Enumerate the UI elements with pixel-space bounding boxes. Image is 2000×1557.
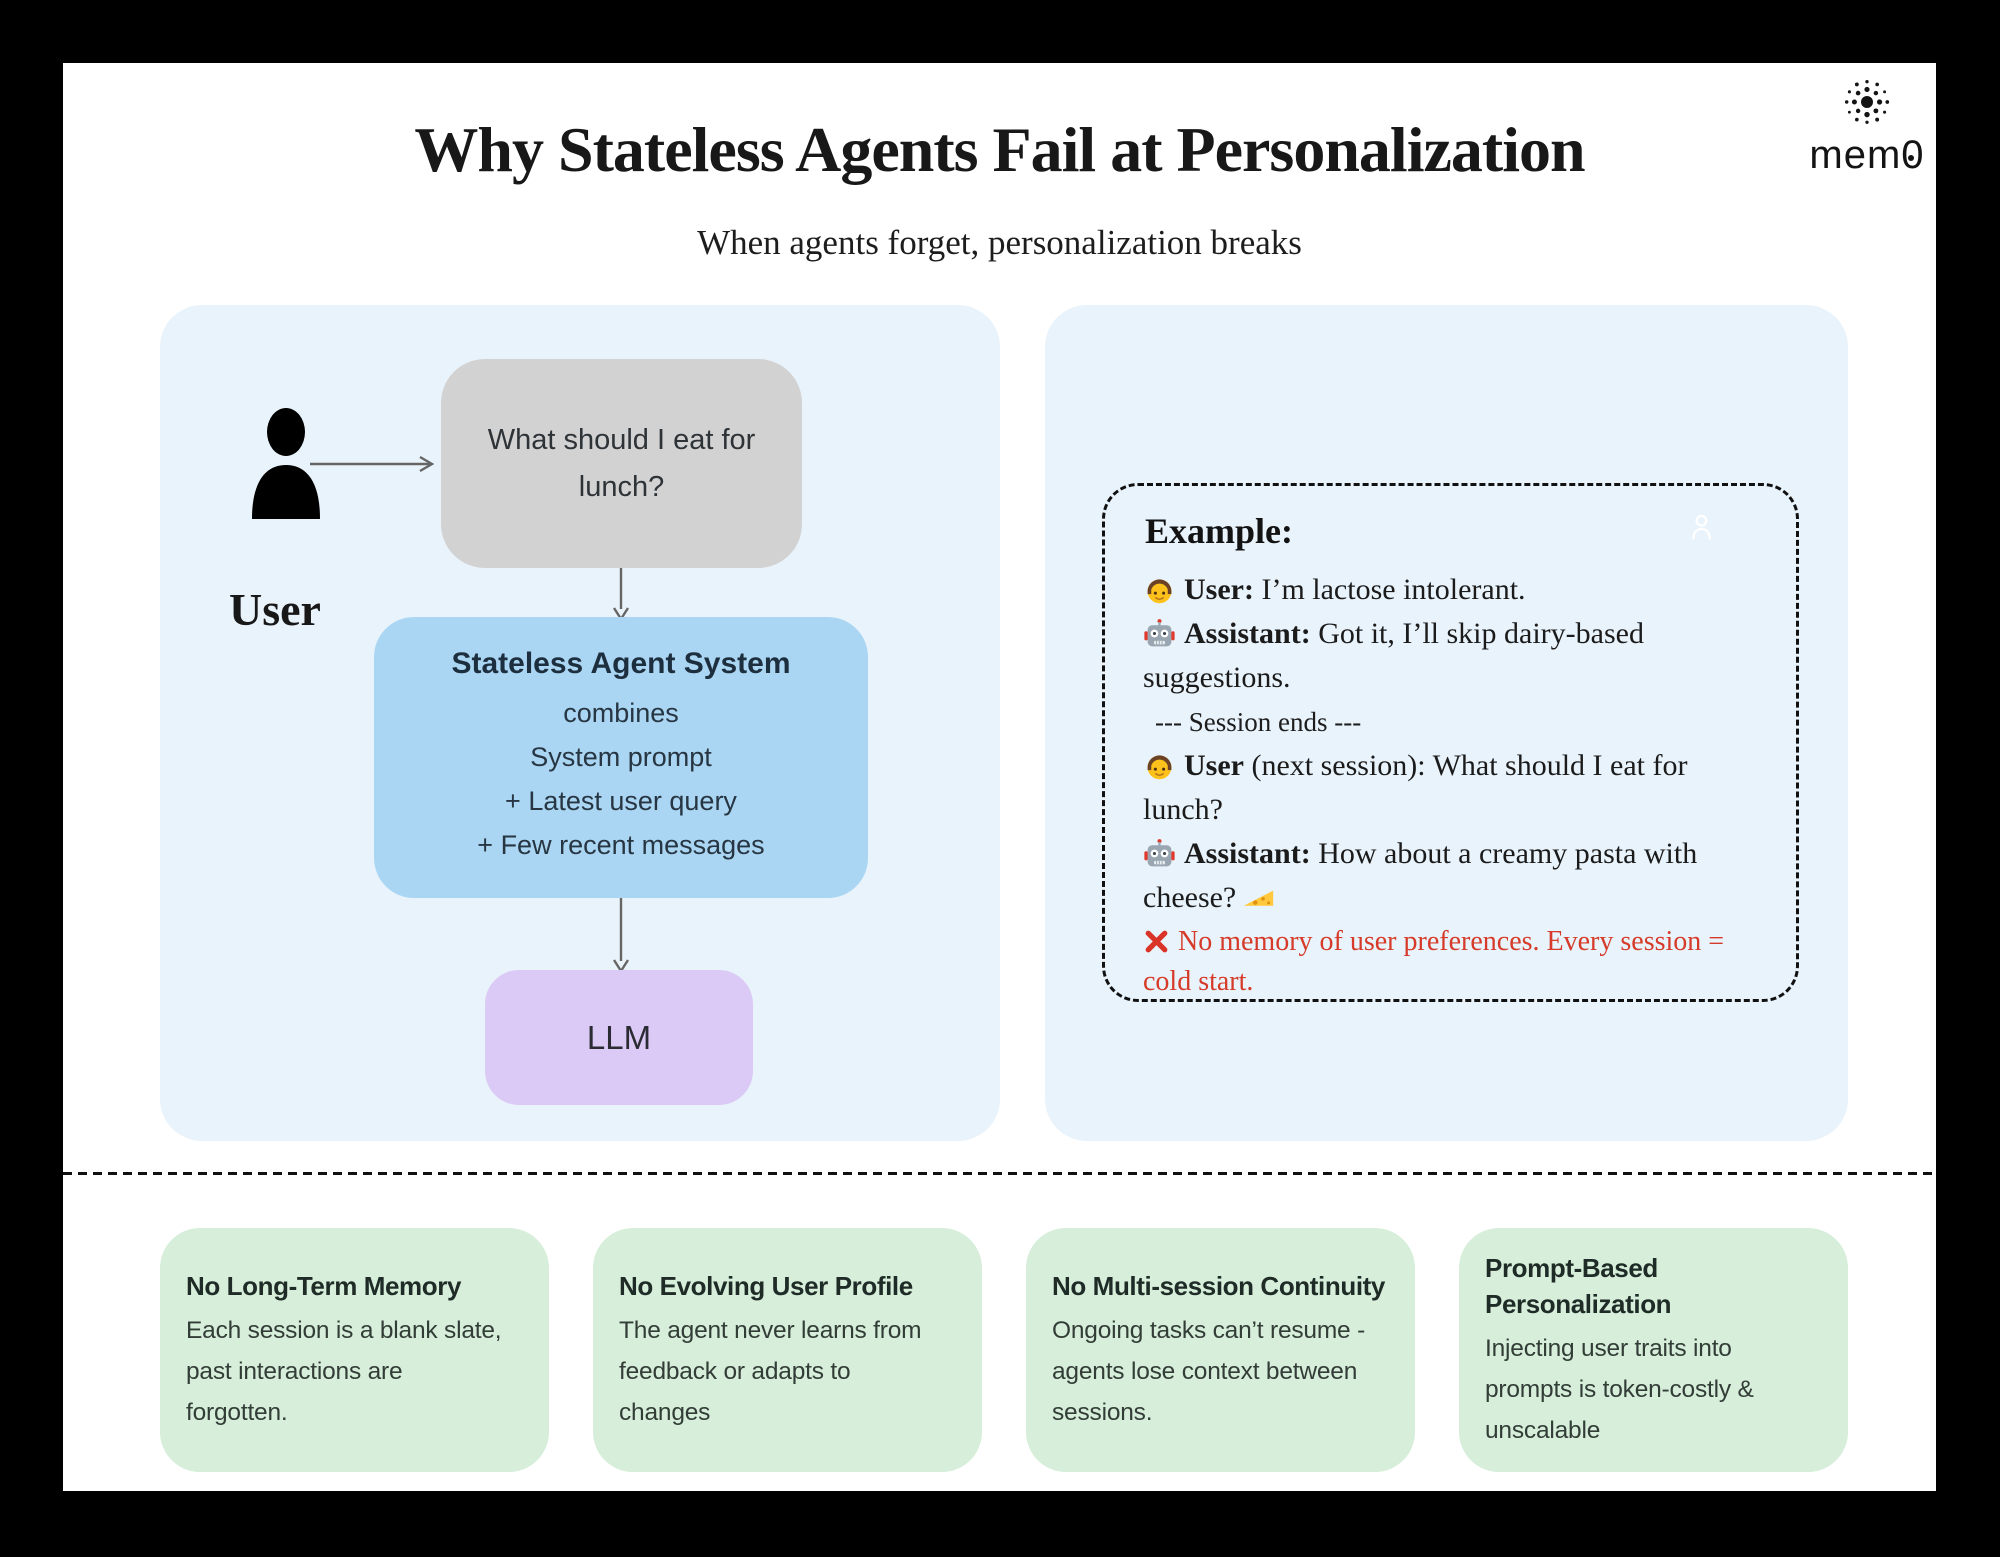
card-body-line: Injecting user traits into (1485, 1334, 1732, 1362)
cheese-emoji-icon (1242, 876, 1275, 920)
card-body-line: Each session is a blank slate, (186, 1316, 502, 1344)
agent-box-line: + Latest user query (505, 786, 737, 816)
robot-emoji-icon (1143, 832, 1176, 876)
person-emoji-icon (1143, 744, 1176, 788)
card-body-line: The agent never learns from (619, 1316, 922, 1344)
message-text: How about a creamy pasta with cheese? (1143, 837, 1698, 914)
section-divider (63, 1172, 1936, 1175)
mem0-burst-icon (1802, 73, 1932, 131)
card-no-multi-session-continuity: No Multi-session Continuity Ongoing task… (1026, 1228, 1415, 1472)
llm-label: LLM (586, 1018, 652, 1056)
person-outline-icon (1690, 512, 1713, 547)
card-prompt-based-personalization: Prompt-Based Personalization Injecting u… (1459, 1228, 1848, 1472)
flow-panel: User What should I eat for lunch? Statel… (160, 305, 1000, 1141)
limitation-cards: No Long-Term Memory Each session is a bl… (160, 1228, 1848, 1472)
card-title: Personalization (1485, 1288, 1672, 1319)
card-body-line: changes (619, 1398, 711, 1426)
infographic-canvas: Why Stateless Agents Fail at Personaliza… (63, 63, 1936, 1491)
card-no-long-term-memory: No Long-Term Memory Each session is a bl… (160, 1228, 549, 1472)
chat-message: Assistant: How about a creamy pasta with… (1143, 832, 1758, 920)
card-no-evolving-user-profile: No Evolving User Profile The agent never… (593, 1228, 982, 1472)
speaker-label: User (1184, 749, 1244, 782)
cross-mark-icon (1143, 922, 1170, 962)
card-title: No Multi-session Continuity (1052, 1270, 1385, 1301)
chat-message: User: I’m lactose intolerant. (1143, 568, 1758, 612)
mem0-logo: mem0 (1802, 73, 1932, 178)
card-body-line: sessions. (1052, 1398, 1153, 1426)
arrow-user-to-query (310, 453, 442, 480)
card-title: No Long-Term Memory (186, 1270, 462, 1301)
llm-box: LLM (485, 970, 753, 1105)
card-body-line: agents lose context between (1052, 1357, 1358, 1385)
example-heading: Example: (1145, 511, 1293, 551)
warning-note: No memory of user preferences. Every ses… (1143, 922, 1758, 1002)
speaker-label: Assistant: (1184, 617, 1311, 650)
page-title: Why Stateless Agents Fail at Personaliza… (414, 114, 1585, 185)
user-silhouette-icon (244, 405, 328, 526)
agent-box-line: System prompt (530, 742, 712, 772)
card-body-line: past interactions are (186, 1357, 403, 1385)
page-subtitle: When agents forget, personalization brea… (697, 223, 1302, 262)
message-text: Got it, I’ll skip dairy-based suggestion… (1143, 617, 1644, 694)
user-label: User (229, 584, 321, 635)
user-query-text: What should I eat for lunch? (487, 424, 756, 503)
card-title: No Evolving User Profile (619, 1270, 913, 1301)
card-body-line: forgotten. (186, 1398, 288, 1426)
user-query-bubble: What should I eat for lunch? (441, 359, 802, 568)
card-body-line: feedback or adapts to (619, 1357, 851, 1385)
agent-box-line: + Few recent messages (477, 830, 765, 860)
person-emoji-icon (1143, 568, 1176, 612)
chat-message: User (next session): What should I eat f… (1143, 744, 1758, 832)
card-body-line: Ongoing tasks can’t resume - (1052, 1316, 1366, 1344)
session-divider: --- Session ends --- (1155, 707, 1362, 737)
agent-box-title: Stateless Agent System (451, 647, 791, 680)
card-title: Prompt-Based (1485, 1252, 1658, 1283)
speaker-label: User: (1184, 573, 1254, 606)
chat-message: Assistant: Got it, I’ll skip dairy-based… (1143, 612, 1758, 700)
warning-text: No memory of user preferences. Every ses… (1143, 926, 1725, 997)
arrow-agent-to-llm (610, 898, 632, 977)
agent-box-line: combines (563, 698, 679, 728)
speaker-label: Assistant: (1184, 837, 1311, 870)
card-body-line: prompts is token-costly & (1485, 1375, 1754, 1403)
stateless-agent-box: Stateless Agent System combines System p… (374, 617, 868, 898)
robot-emoji-icon (1143, 612, 1176, 656)
card-body-line: unscalable (1485, 1416, 1601, 1444)
message-text: I’m lactose intolerant. (1253, 573, 1526, 606)
mem0-wordmark: mem0 (1809, 133, 1925, 177)
example-box: Example: User: I’m lactose intolerant. (1102, 483, 1799, 1002)
example-panel: Example: User: I’m lactose intolerant. (1045, 305, 1848, 1141)
message-text: (next session): What should I eat for lu… (1143, 749, 1688, 826)
